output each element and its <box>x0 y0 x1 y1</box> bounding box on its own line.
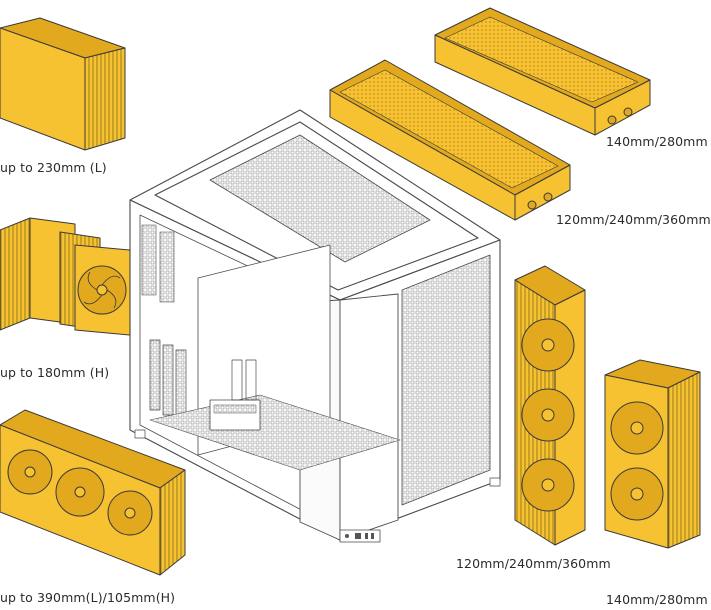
side-radiator-360 <box>514 265 586 546</box>
top-radiator-360-label: 120mm/240mm/360mm <box>556 212 711 227</box>
psu-unit <box>0 17 126 151</box>
cpu-cooler-size-label: up to 180mm (H) <box>0 365 110 380</box>
cpu-cooler <box>0 217 131 336</box>
top-radiator-360 <box>329 59 571 221</box>
top-radiator-280-label: 140mm/280mm <box>606 134 708 149</box>
side-radiator-280-label: 140mm/280mm <box>606 592 708 607</box>
gpu-card <box>0 409 186 576</box>
top-radiator-280 <box>434 7 651 136</box>
side-radiator-280 <box>604 359 701 549</box>
psu-size-label: up to 230mm (L) <box>0 160 107 175</box>
gpu-size-label: up to 390mm(L)/105mm(H) <box>0 590 176 605</box>
side-radiator-360-label: 120mm/240mm/360mm <box>456 556 611 571</box>
pc-case <box>129 109 501 543</box>
